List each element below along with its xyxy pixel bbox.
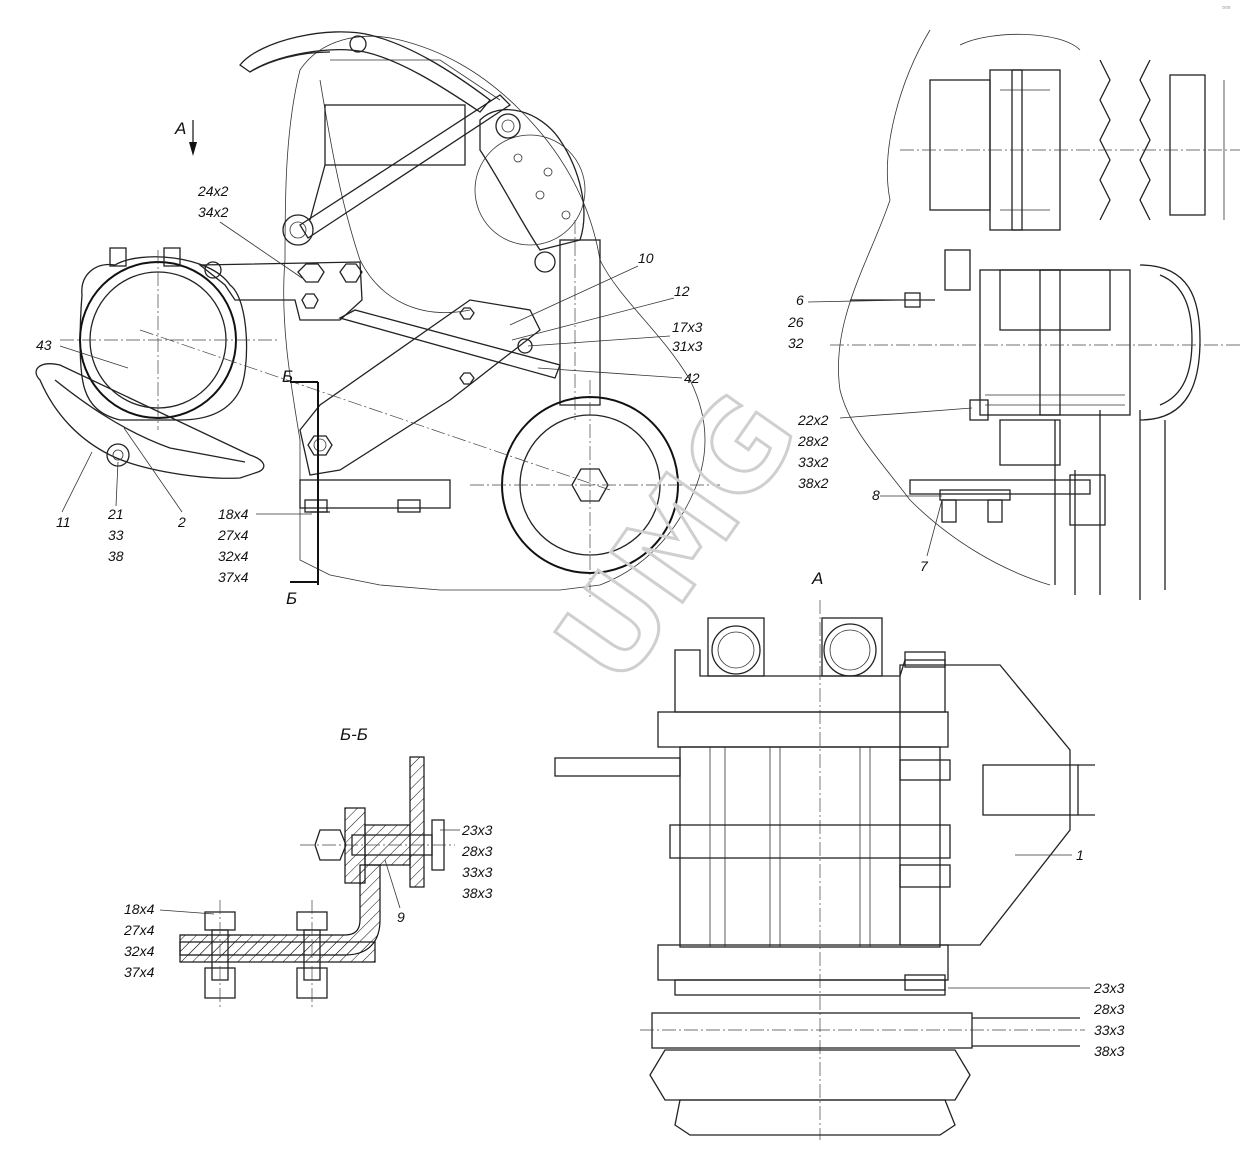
callout-38: 38 xyxy=(108,548,124,564)
callout-28-a: 28x3 xyxy=(1093,1001,1125,1017)
corner-mark: ▫▫▫ xyxy=(1222,3,1231,12)
callout-21: 21 xyxy=(107,506,124,522)
callout-18: 18x4 xyxy=(218,506,249,522)
callout-28-side: 28x2 xyxy=(797,433,829,449)
callout-23-sec: 23x3 xyxy=(461,822,493,838)
callout-7: 7 xyxy=(920,558,929,574)
callout-33-a: 33x3 xyxy=(1094,1022,1125,1038)
callout-37-sec: 37x4 xyxy=(124,964,155,980)
callout-22: 22x2 xyxy=(797,412,829,428)
section-mark-bottom: Б xyxy=(286,589,297,608)
section-mark-top: Б xyxy=(282,367,293,386)
callout-38-side: 38x2 xyxy=(798,475,829,491)
callout-9: 9 xyxy=(397,909,405,925)
callout-18-sec: 18x4 xyxy=(124,901,155,917)
view-a-title: A xyxy=(811,569,823,588)
view-a-marker: A xyxy=(174,119,186,138)
section-title: Б-Б xyxy=(340,725,368,744)
callout-27-sec: 27x4 xyxy=(123,922,155,938)
callout-34: 34x2 xyxy=(198,204,229,220)
callout-6: 6 xyxy=(796,292,804,308)
callout-26: 26 xyxy=(787,314,804,330)
callout-28-sec: 28x3 xyxy=(461,843,493,859)
callout-42: 42 xyxy=(684,370,700,386)
view-a-callouts: 1 23x3 28x3 33x3 38x3 xyxy=(948,847,1125,1059)
section-view-callouts: 23x3 28x3 33x3 38x3 9 18x4 27x4 32x4 37x… xyxy=(123,822,493,980)
side-view xyxy=(830,29,1240,600)
callout-1: 1 xyxy=(1076,847,1084,863)
side-view-callouts: 6 26 32 22x2 28x2 33x2 38x2 8 7 xyxy=(787,292,973,574)
callout-33-side: 33x2 xyxy=(798,454,829,470)
callout-37: 37x4 xyxy=(218,569,249,585)
callout-12: 12 xyxy=(674,283,690,299)
callout-10: 10 xyxy=(638,250,654,266)
main-view: Б Б A xyxy=(35,31,720,608)
callout-38-sec: 38x3 xyxy=(462,885,493,901)
callout-33: 33 xyxy=(108,527,124,543)
callout-27: 27x4 xyxy=(217,527,249,543)
section-view: Б-Б xyxy=(179,725,455,1010)
callout-11: 11 xyxy=(56,514,71,530)
callout-31: 31x3 xyxy=(672,338,703,354)
main-view-callouts: 24x2 34x2 10 12 17x3 31x3 42 43 11 21 33… xyxy=(36,183,703,585)
callout-33-sec: 33x3 xyxy=(462,864,493,880)
callout-32-side: 32 xyxy=(788,335,804,351)
view-a: A xyxy=(554,569,1095,1140)
callout-8: 8 xyxy=(872,487,880,503)
callout-24: 24x2 xyxy=(197,183,229,199)
callout-32-sec: 32x4 xyxy=(124,943,155,959)
callout-38-a: 38x3 xyxy=(1094,1043,1125,1059)
watermark: UMG xyxy=(530,370,825,708)
callout-23-a: 23x3 xyxy=(1093,980,1125,996)
callout-17: 17x3 xyxy=(672,319,703,335)
callout-2: 2 xyxy=(177,514,186,530)
callout-43: 43 xyxy=(36,337,52,353)
callout-32: 32x4 xyxy=(218,548,249,564)
